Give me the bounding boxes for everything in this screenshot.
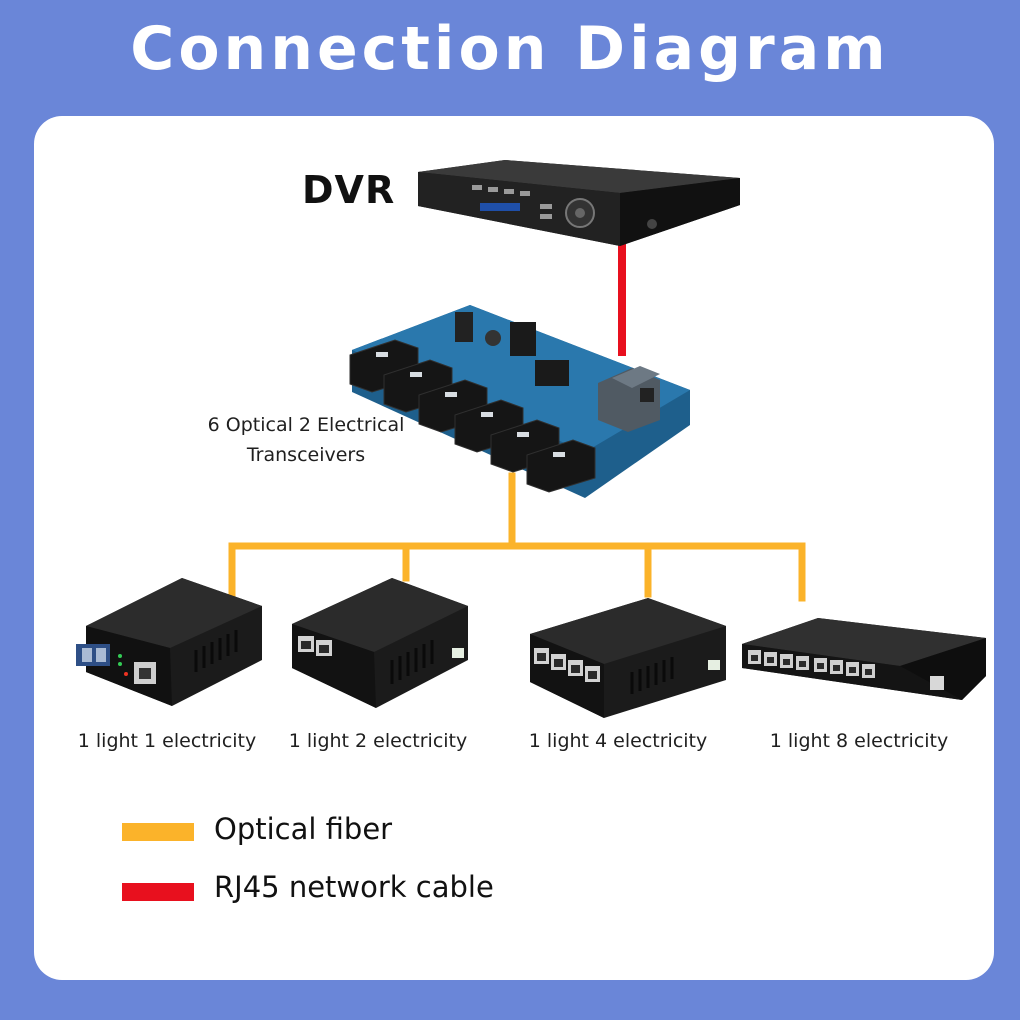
optical-module-row <box>349 339 596 493</box>
transceiver-label-line1: 6 Optical 2 Electrical <box>207 414 405 436</box>
media-converter-1x4 <box>530 598 726 718</box>
media-converter-1x1 <box>76 578 262 706</box>
legend-label-rj45-cable: RJ45 network cable <box>214 870 494 904</box>
transceiver-board <box>349 305 690 498</box>
transceiver-label: 6 Optical 2 Electrical Transceivers <box>196 410 416 470</box>
legend-label-optical-fiber: Optical fiber <box>214 812 393 846</box>
device-label-1x2: 1 light 2 electricity <box>288 730 468 752</box>
fiber-switch-1x8 <box>742 618 986 700</box>
media-converter-1x2 <box>292 578 468 708</box>
page-title: Connection Diagram <box>130 14 890 84</box>
dvr-device <box>418 160 740 246</box>
device-label-1x1: 1 light 1 electricity <box>77 730 257 752</box>
device-label-1x8: 1 light 8 electricity <box>769 730 949 752</box>
transceiver-label-line2: Transceivers <box>246 444 366 466</box>
legend-swatch-rj45-cable <box>122 883 194 901</box>
legend-swatch-optical-fiber <box>122 823 194 841</box>
device-label-1x4: 1 light 4 electricity <box>528 730 708 752</box>
dvr-label: DVR <box>302 168 396 212</box>
fiber-tree <box>228 472 806 602</box>
